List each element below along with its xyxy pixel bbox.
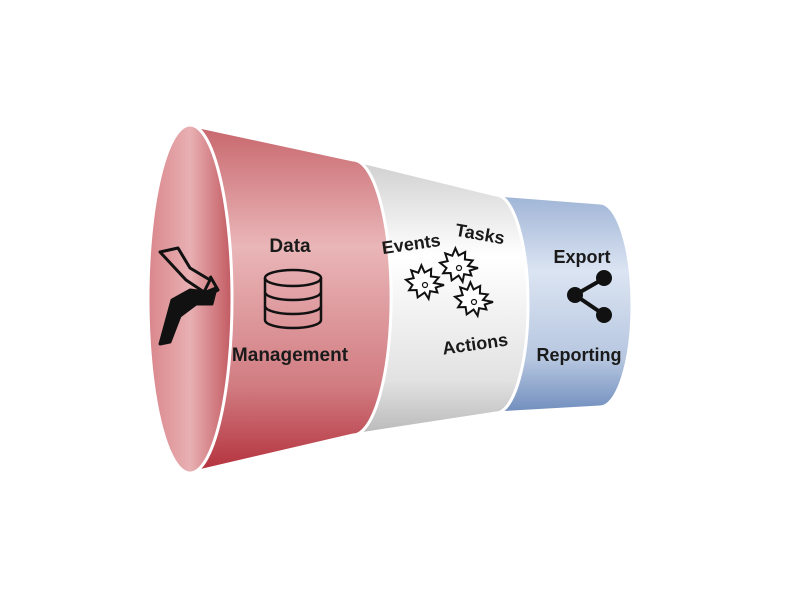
database-icon (263, 268, 323, 330)
gears-icon (403, 245, 494, 319)
share-icon (567, 270, 612, 323)
reporting-subtitle: Reporting (537, 345, 622, 365)
merge-arrows-icon (158, 246, 220, 346)
export-title: Export (553, 247, 610, 267)
management-subtitle: Management (232, 345, 349, 366)
data-title: Data (269, 236, 311, 257)
